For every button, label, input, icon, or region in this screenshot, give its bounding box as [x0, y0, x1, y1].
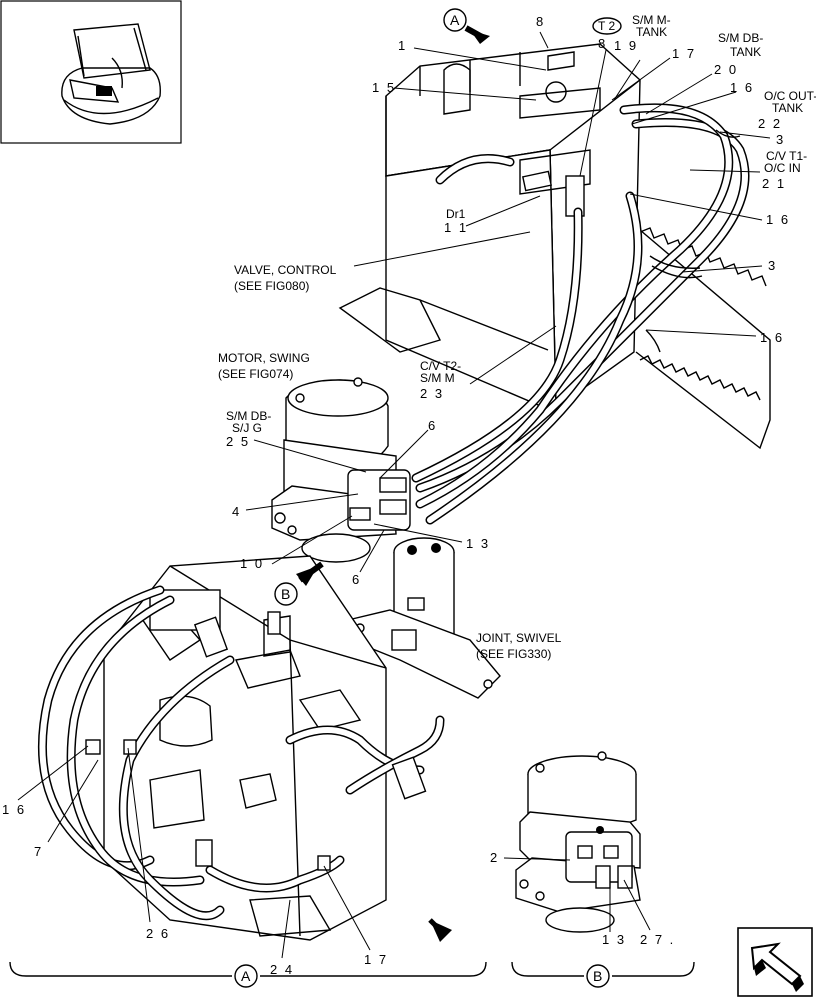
label-joint-swivel-2: (SEE FIG330): [476, 647, 551, 661]
callout-17b: 1 7: [364, 952, 388, 967]
callout-27: 2 7 .: [640, 932, 675, 947]
view-b-marker: [274, 582, 610, 988]
callout-22: 2 2: [758, 116, 782, 131]
view-direction-arrow-icon: [296, 25, 490, 942]
label-motor-swing-2: (SEE FIG074): [218, 367, 293, 381]
label-dr1: Dr1: [446, 207, 466, 221]
callout-11: 1 1: [444, 220, 468, 235]
callout-16d: 1 6: [2, 802, 26, 817]
lower-hose-bundle: [37, 585, 445, 921]
lower-valve-block: [103, 555, 387, 941]
callout-8a: 8: [536, 14, 545, 29]
callout-21: 2 1: [762, 176, 786, 191]
callout-8b: 8: [598, 36, 607, 51]
callout-24: 2 4: [270, 962, 294, 977]
callout-7: 7: [34, 844, 43, 859]
view-letters: A B A B: [241, 12, 602, 984]
callout-15: 1 5: [372, 80, 396, 95]
view-b-letter-bottom: B: [593, 968, 602, 984]
label-sm-m-tank-1: S/M M-: [632, 13, 671, 27]
label-sm-db-sj-2: S/J G: [232, 421, 262, 435]
swivel-joint: [347, 537, 501, 699]
excavator-thumbnail-icon: [0, 0, 182, 144]
callout-10: 1 0: [240, 556, 264, 571]
label-sm-db-sj-1: S/M DB-: [226, 409, 271, 423]
label-valve-control-2: (SEE FIG080): [234, 279, 309, 293]
view-a-letter-bottom: A: [241, 968, 251, 984]
callout-13b: 1 3: [602, 932, 626, 947]
callout-1: 1: [398, 38, 407, 53]
label-oc-out-tank-2: TANK: [772, 101, 803, 115]
label-oc-out-tank-1: O/C OUT-: [764, 89, 816, 103]
view-a-letter-top: A: [450, 12, 460, 28]
label-motor-swing-1: MOTOR, SWING: [218, 351, 310, 365]
next-page-arrow-icon[interactable]: [737, 927, 813, 997]
callout-26: 2 6: [146, 926, 170, 941]
swing-motor: [271, 377, 411, 563]
label-sm-db-tank-1: S/M DB-: [718, 31, 763, 45]
callout-16c: 1 6: [760, 330, 784, 345]
leader-lines: [17, 31, 771, 959]
upper-hose-bundle: [411, 103, 750, 525]
label-cv-t1-1: C/V T1-: [766, 149, 807, 163]
view-braces: [9, 961, 695, 977]
label-t2: T 2: [598, 19, 615, 33]
callout-19: 1 9: [614, 38, 638, 53]
t2-oval: [592, 17, 622, 35]
label-joint-swivel-1: JOINT, SWIVEL: [476, 631, 562, 645]
callout-16b: 1 6: [766, 212, 790, 227]
callout-6a: 6: [428, 418, 437, 433]
callout-20: 2 0: [714, 62, 738, 77]
component-labels: T 2 S/M M- TANK S/M DB- TANK O/C OUT- TA…: [218, 13, 816, 661]
label-sm-m-tank-2: TANK: [636, 25, 667, 39]
callout-6b: 6: [352, 572, 361, 587]
label-valve-control-1: VALVE, CONTROL: [234, 263, 337, 277]
view-a-marker: [234, 8, 467, 988]
callout-4: 4: [232, 504, 241, 519]
callout-3b: 3: [768, 258, 777, 273]
swing-motor-detail-b: [515, 751, 641, 933]
callout-3a: 3: [776, 132, 785, 147]
label-cv-t2-2: S/M M: [420, 371, 455, 385]
callout-2: 2: [490, 850, 499, 865]
callout-numbers: 1 1 5 8 8 1 9 1 7 2 0 1 6 2 2 3 2 1 1 6 …: [2, 14, 790, 977]
label-cv-t1-2: O/C IN: [764, 161, 801, 175]
label-sm-db-tank-2: TANK: [730, 45, 761, 59]
callout-23: 2 3: [420, 386, 444, 401]
callout-25: 2 5: [226, 434, 250, 449]
callout-16a: 1 6: [730, 80, 754, 95]
callout-13a: 1 3: [466, 536, 490, 551]
control-valve-assembly: [338, 43, 641, 411]
callout-17a: 1 7: [672, 46, 696, 61]
label-cv-t2-1: C/V T2-: [420, 359, 461, 373]
view-b-letter-top: B: [281, 586, 290, 602]
